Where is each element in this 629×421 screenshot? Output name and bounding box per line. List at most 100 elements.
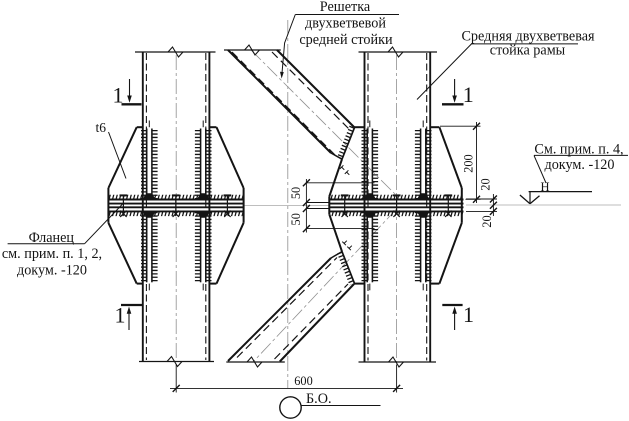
bolt	[340, 194, 349, 218]
right-gusset-outline-segment	[328, 158, 343, 197]
base-point	[279, 396, 381, 419]
left-gusset-outline	[107, 126, 245, 285]
lower-brace-edge-left	[227, 257, 332, 362]
bolt-segment	[223, 210, 232, 218]
gusset-weld-marks-segment	[339, 164, 344, 170]
label-lattice-line1: Решетка	[320, 0, 371, 15]
left-gusset	[107, 120, 245, 291]
level-mark	[519, 191, 592, 205]
label-flange-line1: Фланец	[29, 230, 75, 246]
section-arrow-head	[127, 95, 132, 103]
lower-brace-hidden-left	[236, 257, 338, 358]
level-mark-arrow-right	[529, 195, 540, 205]
right-stiffener-fillets-segment	[416, 193, 430, 200]
section-mark-bottom-right	[442, 303, 463, 330]
label-flange-line2: см. прим. п. 1, 2,	[2, 246, 102, 262]
bolt-segment	[392, 210, 401, 218]
left-flange-bolts	[119, 194, 232, 218]
label-thickness: t6	[96, 120, 127, 179]
section-arrow-head	[452, 306, 457, 314]
left-stiffeners	[141, 128, 212, 283]
bolt	[392, 194, 401, 218]
bolt	[444, 194, 453, 218]
right-gusset-outline-segment	[341, 127, 356, 160]
label-column-line1: Средняя двухветвевая	[461, 29, 595, 45]
bolt-segment	[119, 210, 128, 218]
label-note-right: См. прим. п. 4, докум. -120	[533, 141, 628, 184]
label-column: Средняя двухветвевая стойка рамы	[416, 29, 595, 100]
dim-50-top-text: 50	[289, 187, 303, 199]
right-gusset-outline-segment	[438, 222, 463, 284]
dim-600	[170, 364, 403, 393]
gusset-weld-marks	[339, 164, 353, 251]
brace-end-weld-hatch-segment	[337, 251, 355, 286]
label-lattice-line3: средней стойки	[299, 32, 393, 48]
upper-brace-edge-left	[227, 49, 332, 154]
right-flange-weld-hatch	[330, 194, 464, 217]
right-stiffener-fillets-segment	[363, 211, 377, 218]
bolt-segment	[341, 210, 349, 218]
left-gusset-outline-segment	[215, 222, 245, 285]
bolt	[171, 194, 180, 218]
left-column-top-break	[167, 46, 184, 58]
right-gusset-outline-segment	[328, 213, 343, 252]
dim-tick	[302, 204, 311, 213]
bolt-segment	[444, 210, 452, 218]
label-flange-line3: докум. -120	[17, 262, 87, 278]
label-lattice: Решетка двухветвевой средней стойки	[280, 0, 399, 79]
upper-brace	[224, 44, 397, 196]
lower-brace-edge-right	[279, 283, 355, 363]
dim-600-text: 600	[294, 374, 312, 388]
lower-brace-hidden-right	[274, 283, 349, 360]
left-stiffener-fillets	[142, 193, 210, 218]
dim-tick	[302, 178, 311, 187]
right-gusset	[328, 120, 464, 291]
label-thickness-leader	[108, 131, 127, 179]
section-mark-bottom-left	[121, 303, 142, 330]
dim-tick	[302, 198, 311, 207]
right-flange-bolts	[340, 194, 453, 218]
gusset-weld-marks-segment	[341, 241, 347, 246]
right-gusset-outline-segment	[341, 251, 356, 284]
right-stiffeners	[361, 128, 432, 283]
section-arrow-head	[452, 95, 457, 103]
dim-50-bottom-text: 50	[289, 213, 303, 225]
brace-end-weld-hatch-segment	[337, 125, 355, 160]
right-stiffener-fillets-segment	[363, 193, 377, 200]
left-stiffener-fillets-segment	[142, 211, 156, 218]
section-mark-label: 1	[463, 82, 474, 107]
label-lattice-line2: двухветвевой	[305, 16, 386, 32]
upper-brace-top-break	[244, 44, 260, 56]
dim-50s	[302, 178, 375, 233]
dim-tick	[489, 207, 498, 216]
right-column-bottom-break	[388, 356, 404, 368]
dim-200-text: 200	[462, 154, 476, 172]
right-stiffener-fillets-segment	[416, 211, 430, 218]
section-mark-label: 1	[463, 302, 474, 327]
left-gusset-outline-segment	[107, 126, 138, 189]
label-column-leader	[416, 43, 472, 100]
dim-tick	[172, 384, 181, 393]
bolt	[119, 194, 128, 218]
left-gusset-end-ticks	[148, 120, 204, 291]
dim-tick	[392, 384, 401, 393]
right-stiffener-fillets	[363, 193, 430, 218]
gusset-weld-marks-segment	[346, 246, 352, 251]
label-thickness-text: t6	[96, 120, 107, 135]
right-gusset-outline-segment	[330, 152, 343, 160]
upper-brace-hidden-left	[231, 51, 336, 156]
base-point-label: Б.О.	[306, 391, 332, 407]
lower-brace-centerline	[253, 208, 397, 362]
dim-tick	[472, 122, 481, 131]
left-gusset-outline-segment	[107, 222, 138, 285]
label-flange-leader	[84, 202, 125, 245]
gusset-weld-marks-segment	[343, 240, 348, 244]
left-gusset-outline-segment	[215, 126, 245, 189]
base-point-circle	[279, 396, 302, 419]
upper-brace-centerline	[250, 49, 397, 196]
dim-20-bottom-text: 20	[480, 215, 494, 227]
dim-20-top-text: 20	[479, 178, 493, 190]
upper-brace-edge-right	[276, 49, 355, 128]
